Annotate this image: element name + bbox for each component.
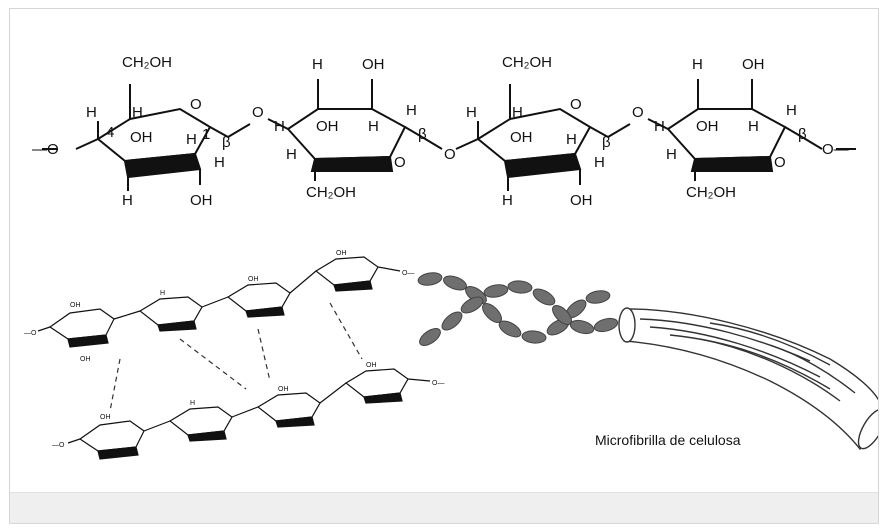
h-label: H [368,118,379,135]
h-label: H [512,104,523,121]
h-label: H [186,131,197,148]
h-label: H [214,154,225,171]
h-label: H [654,118,665,135]
ring-oxygen: O [394,154,406,171]
oh-label: OH [80,356,91,363]
oh-label: OH [316,118,339,135]
beta-label: β [602,134,611,151]
chain-labels: —O CH₂OH O H H 4 OH H 1 β H H OH O H OH … [32,54,849,209]
h-label: H [466,104,477,121]
h-label: H [786,102,797,119]
chain-end-right: O— [432,380,444,387]
cellulose-chain [42,79,856,191]
cellulose-diagram: —O CH₂OH O H H 4 OH H 1 β H H OH O H OH … [24,54,887,460]
oh-label: OH [278,386,289,393]
h-label: H [160,290,165,297]
carbon-1-number: 1 [202,126,210,143]
ring-oxygen: O [774,154,786,171]
oh-label: OH [696,118,719,135]
oh-label: OH [100,414,111,421]
bridge-oxygen: O [252,104,264,121]
chain-end-right: O— [402,270,414,277]
hydrogen-bonds [109,302,363,412]
h-label: H [692,56,703,73]
beta-label: β [222,134,231,151]
bridge-oxygen: O [632,104,644,121]
beta-label: β [798,126,807,143]
ch2oh-label: CH₂OH [306,184,356,201]
h-label: H [666,146,677,163]
h-label: H [132,104,143,121]
microfibril-caption: Microfibrilla de celulosa [595,432,741,448]
ch2oh-label: CH₂OH [122,54,172,71]
oh-label: OH [366,362,377,369]
carbon-4-number: 4 [106,124,114,141]
small-chain-upper [37,256,401,348]
oh-label: OH [130,129,153,146]
oh-label: OH [248,276,259,283]
twisted-chain-schematic [417,272,619,346]
chain-end-left: —O [32,141,59,158]
h-label: H [122,192,133,209]
oh-label: OH [362,56,385,73]
oh-label: OH [570,192,593,209]
oh-label: OH [510,129,533,146]
glucose-ring-1 [75,84,251,191]
caption-bar [10,492,878,523]
oh-label: OH [190,192,213,209]
glucose-ring-2 [267,79,443,181]
h-label: H [594,154,605,171]
chain-lattice [37,256,431,460]
microfibril-icon [618,307,887,451]
h-label: H [502,192,513,209]
chain-end-left: —O [52,442,65,449]
ch2oh-label: CH₂OH [502,54,552,71]
small-chain-lower [67,368,431,460]
glucose-ring-4 [647,79,856,181]
h-label: H [406,102,417,119]
h-label: H [274,118,285,135]
chain-end-right: O— [822,141,849,158]
h-label: H [286,146,297,163]
h-label: H [748,118,759,135]
ring-oxygen: O [190,96,202,113]
lattice-labels: OH H OH OH OH OH H OH OH —O O— —O O— [24,250,444,449]
chain-end-left: —O [24,330,37,337]
oh-label: OH [742,56,765,73]
h-label: H [86,104,97,121]
h-label: H [312,56,323,73]
oh-label: OH [336,250,347,257]
h-label: H [566,131,577,148]
ring-oxygen: O [570,96,582,113]
ch2oh-label: CH₂OH [686,184,736,201]
figure-frame: —O CH₂OH O H H 4 OH H 1 β H H OH O H OH … [9,8,887,524]
h-label: H [190,400,195,407]
oh-label: OH [70,302,81,309]
bridge-oxygen: O [444,146,456,163]
glucose-ring-3 [455,84,631,191]
beta-label: β [418,126,427,143]
